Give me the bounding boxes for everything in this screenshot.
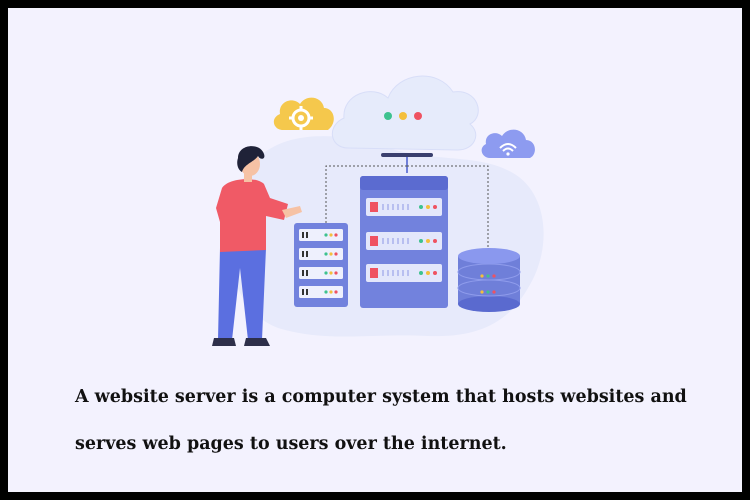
server-unit bbox=[366, 232, 442, 250]
left-server-rack bbox=[294, 223, 348, 307]
database-icon bbox=[457, 248, 521, 312]
caption-text: A website server is a computer system th… bbox=[75, 374, 715, 468]
cloud-icon bbox=[332, 75, 479, 173]
server-drive bbox=[299, 286, 343, 298]
caption-line-1: A website server is a computer system th… bbox=[75, 387, 687, 407]
server-unit bbox=[366, 198, 442, 216]
server-illustration bbox=[212, 75, 544, 346]
page-frame: A website server is a computer system th… bbox=[8, 8, 742, 492]
server-drive bbox=[299, 267, 343, 279]
server-drive bbox=[299, 229, 343, 241]
gear-cloud-icon bbox=[273, 97, 334, 130]
server-drive bbox=[299, 248, 343, 260]
person-figure bbox=[212, 146, 302, 346]
server-unit bbox=[366, 264, 442, 282]
caption-line-2: serves web pages to users over the inter… bbox=[75, 434, 507, 454]
main-server-rack bbox=[360, 176, 448, 308]
network-connectors bbox=[325, 165, 489, 253]
wifi-cloud-icon bbox=[481, 129, 535, 158]
